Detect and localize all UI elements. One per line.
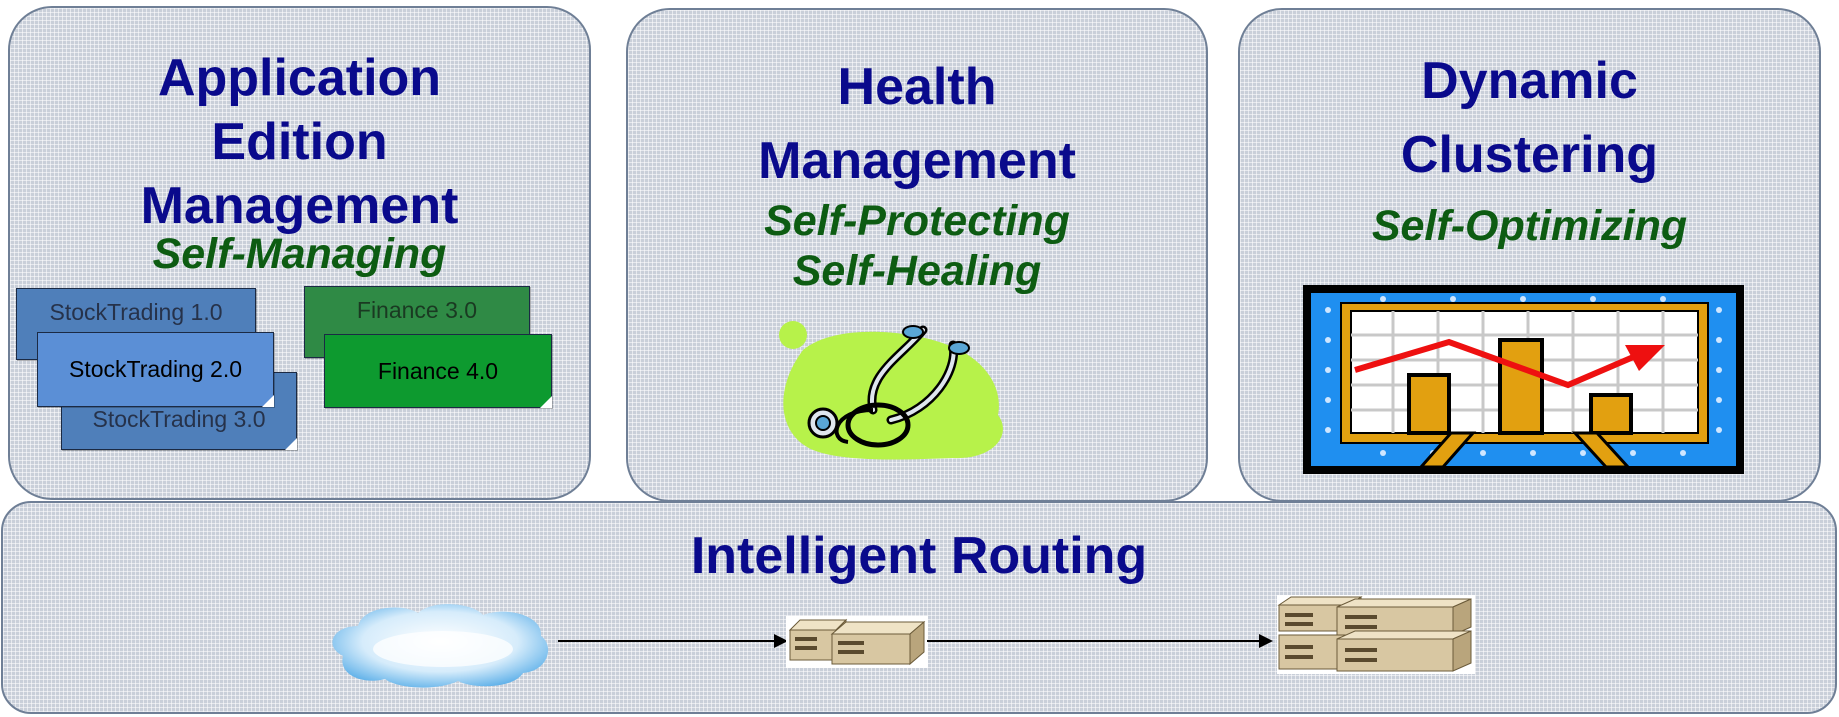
panel-title: Health Management [628, 50, 1206, 198]
title-line-1: Dynamic [1421, 52, 1638, 110]
arrow-router-to-cluster [927, 634, 1273, 648]
cloud-icon [332, 604, 549, 688]
panel-subtitle: Self-Managing [152, 230, 447, 278]
title-line-2: Management [758, 132, 1076, 190]
card-label: Finance 3.0 [356, 296, 478, 323]
card-label: StockTrading 3.0 [92, 405, 266, 432]
title-line-1: Application [157, 49, 442, 107]
panel-title: Application Edition Management [10, 46, 589, 238]
panel-subtitle: Self-Optimizing [1371, 202, 1688, 250]
dynamic-clustering-panel: Dynamic Clustering Self-Optimizing [1238, 8, 1821, 502]
card-label: Finance 4.0 [377, 357, 499, 384]
health-management-panel: Health Management Self-Protecting Self-H… [626, 8, 1208, 502]
panel-title: Dynamic Clustering [1240, 44, 1819, 192]
intelligent-routing-panel: Intelligent Routing [1, 501, 1837, 714]
application-edition-management-panel: Application Edition Management Self-Mana… [8, 6, 591, 500]
server-cluster-icon [1277, 595, 1475, 674]
bar-chart-board-icon [1303, 285, 1744, 474]
title-line-2: Edition [211, 113, 388, 171]
card-finance-4: Finance 4.0 [324, 334, 552, 408]
title-line-2: Clustering [1400, 126, 1659, 184]
title-line-1: Health [837, 58, 997, 116]
subtitle-line-1: Self-Protecting [764, 197, 1070, 245]
stethoscope-icon [779, 321, 1003, 460]
panel-subtitle: Self-Protecting Self-Healing [628, 196, 1206, 296]
card-label: StockTrading 1.0 [49, 298, 223, 325]
title-line-3: Management [140, 177, 459, 235]
card-stocktrading-2: StockTrading 2.0 [37, 332, 274, 407]
subtitle-line-2: Self-Healing [792, 247, 1042, 295]
panel-title: Intelligent Routing [690, 527, 1148, 585]
arrow-cloud-to-router [558, 634, 788, 648]
card-label: StockTrading 2.0 [68, 356, 243, 382]
router-servers-icon [786, 616, 928, 668]
